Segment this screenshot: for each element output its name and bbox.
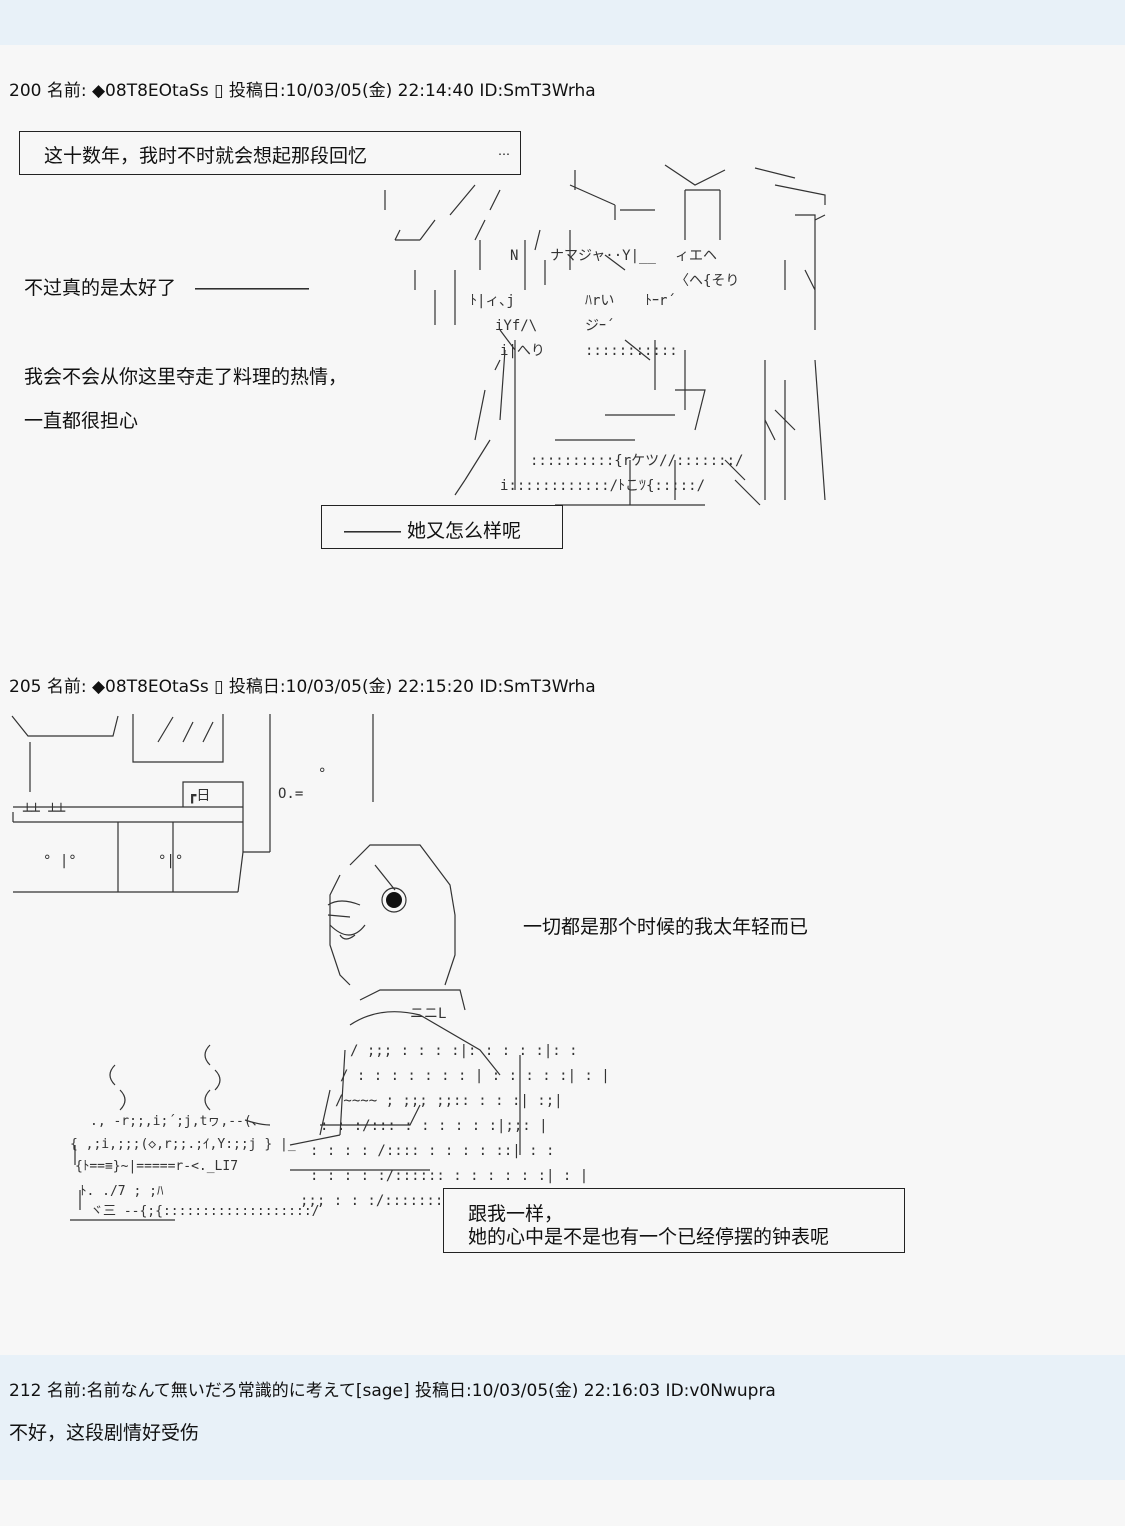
- post-205-character-art: ニニL / ;;; : : : :|: : : : :|: : / : : : …: [289, 844, 610, 1209]
- post-205-line-1: 一切都是那个时候的我太年轻而已: [523, 916, 809, 938]
- svg-text:., -r;;,i;´;j,tヮ,--(､: ., -r;;,i;´;j,tヮ,--(､: [90, 1114, 258, 1129]
- post-200-narration-box: 这十数年，我时不时就会想起那段回忆 …: [19, 131, 521, 175]
- svg-text:{ﾄ==≡}~|=====r-<._LI7: {ﾄ==≡}~|=====r-<._LI7: [75, 1159, 238, 1174]
- svg-text:ﾊrい: ﾊrい: [585, 293, 614, 309]
- post-200-dialogue-box: ――― 她又怎么样呢: [321, 505, 563, 549]
- svg-text:ニニL: ニニL: [410, 1006, 446, 1022]
- post-205-dialogue-box: 跟我一样， 她的心中是不是也有一个已经停摆的钟表呢: [443, 1188, 905, 1253]
- svg-text:N: N: [510, 248, 518, 264]
- post-205-pot-art: ., -r;;,i;´;j,tヮ,--(､ { ,;i,;;;(◇,r;;.;ｲ…: [70, 1044, 320, 1221]
- svg-text:: : : : /:::: : : : : ::| : :: : : : : /:::: : : : : ::| : :: [310, 1143, 554, 1159]
- character-eye-icon: [386, 892, 402, 908]
- post-212: [0, 1355, 1125, 1480]
- svg-text:ﾄｰr´: ﾄｰr´: [645, 293, 676, 309]
- svg-text:ィエヘ: ィエヘ: [675, 248, 717, 264]
- svg-text:iYf/\: iYf/\: [495, 318, 537, 334]
- svg-text:ナマジャ··Y|__: ナマジャ··Y|__: [550, 248, 656, 264]
- top-band: [0, 0, 1125, 45]
- svg-text:ヾ三 --{;{:::::::::::::::::::/: ヾ三 --{;{:::::::::::::::::::/: [90, 1204, 320, 1219]
- post-212-header: 212 名前:名前なんて無いだろ常識的に考えて[sage] 投稿日:10/03/…: [9, 1381, 776, 1401]
- svg-text:ﾄ. ./7 ; ;ﾊ: ﾄ. ./7 ; ;ﾊ: [80, 1184, 164, 1199]
- svg-text:〈ヘ{そり: 〈ヘ{そり: [675, 273, 739, 289]
- bottom-panel: [0, 1480, 1125, 1526]
- post-200-narration-text: 这十数年，我时不时就会想起那段回忆: [44, 145, 368, 167]
- svg-text:° |°: ° |°: [43, 853, 77, 869]
- svg-text:: : :/::: : : : : : :|;;: |: : : :/::: : : : : : :|;;: |: [320, 1118, 548, 1134]
- post-205-kitchen-art: ┏日 O.= ° ┴┴ ┴┴ ° |° °|°: [11, 714, 374, 893]
- post-200-line-2: 我会不会从你这里夺走了料理的热情，: [24, 366, 348, 388]
- post-200-line-3: 一直都很担心: [24, 410, 139, 432]
- svg-text:°|°: °|°: [158, 853, 183, 869]
- post-205-header: 205 名前: ◆08T8EOtaSs ▯ 投稿日:10/03/05(金) 22…: [9, 677, 596, 697]
- svg-text:::::::::::{rケツ//:::::::/: ::::::::::{rケツ//:::::::/: [530, 453, 743, 469]
- svg-text::::::::::::: :::::::::::: [585, 343, 678, 359]
- post-200-ascii-art: N ナマジャ··Y|__ ィエヘ〈ヘ{そり ﾄ|ィ､j ﾊrい ﾄｰr´ iYf/\ ジ…: [384, 164, 826, 506]
- svg-text:ﾄ|ィ､j: ﾄ|ィ､j: [470, 293, 515, 309]
- post-200-header: 200 名前: ◆08T8EOtaSs ▯ 投稿日:10/03/05(金) 22…: [9, 81, 596, 101]
- post-200-dialogue-text: ――― 她又怎么样呢: [344, 520, 522, 542]
- svg-text:ジｰ´: ジｰ´: [585, 318, 614, 334]
- svg-text:O.=: O.=: [278, 786, 303, 802]
- post-200: [0, 45, 1125, 1355]
- post-200-line-1: 不过真的是太好了 ――――――: [24, 277, 310, 299]
- svg-text:{ ,;i,;;;(◇,r;;.;ｲ,Y:;;j } |_: { ,;i,;;;(◇,r;;.;ｲ,Y:;;j } |_: [70, 1137, 296, 1152]
- svg-text:;;; : : :/::::::: ::: ;;; : : :/::::::: ::: [300, 1193, 469, 1209]
- post-212-body: 不好，这段剧情好受伤: [9, 1422, 200, 1444]
- svg-text:i|へり: i|へり: [500, 343, 545, 359]
- post-205-dialogue-line-1: 跟我一样，: [468, 1203, 564, 1225]
- svg-text:┏日: ┏日: [188, 788, 210, 804]
- svg-text:┴┴ ┴┴: ┴┴ ┴┴: [22, 803, 66, 820]
- post-200-narration-dots: …: [498, 144, 510, 158]
- svg-text:i::::::::::::/ﾄこﾂ{:::::/: i::::::::::::/ﾄこﾂ{:::::/: [500, 478, 705, 494]
- svg-text:/~~~~ ; ;;; ;;:: : : :| :;|: /~~~~ ; ;;; ;;:: : : :| :;|: [335, 1093, 563, 1109]
- svg-text:/ : : : : : : : | : : : : :| :: / : : : : : : : | : : : : :| : |: [340, 1068, 610, 1084]
- svg-text:/ ;;; : : : :|: : : : :|: :: / ;;; : : : :|: : : : :|: :: [350, 1043, 578, 1059]
- svg-text:: : : : :/:::::: : : : : : :|: : : : : :/:::::: : : : : : :| : |: [310, 1168, 588, 1184]
- svg-text:°: °: [318, 766, 326, 782]
- post-205-dialogue-line-2: 她的心中是不是也有一个已经停摆的钟表呢: [468, 1226, 830, 1248]
